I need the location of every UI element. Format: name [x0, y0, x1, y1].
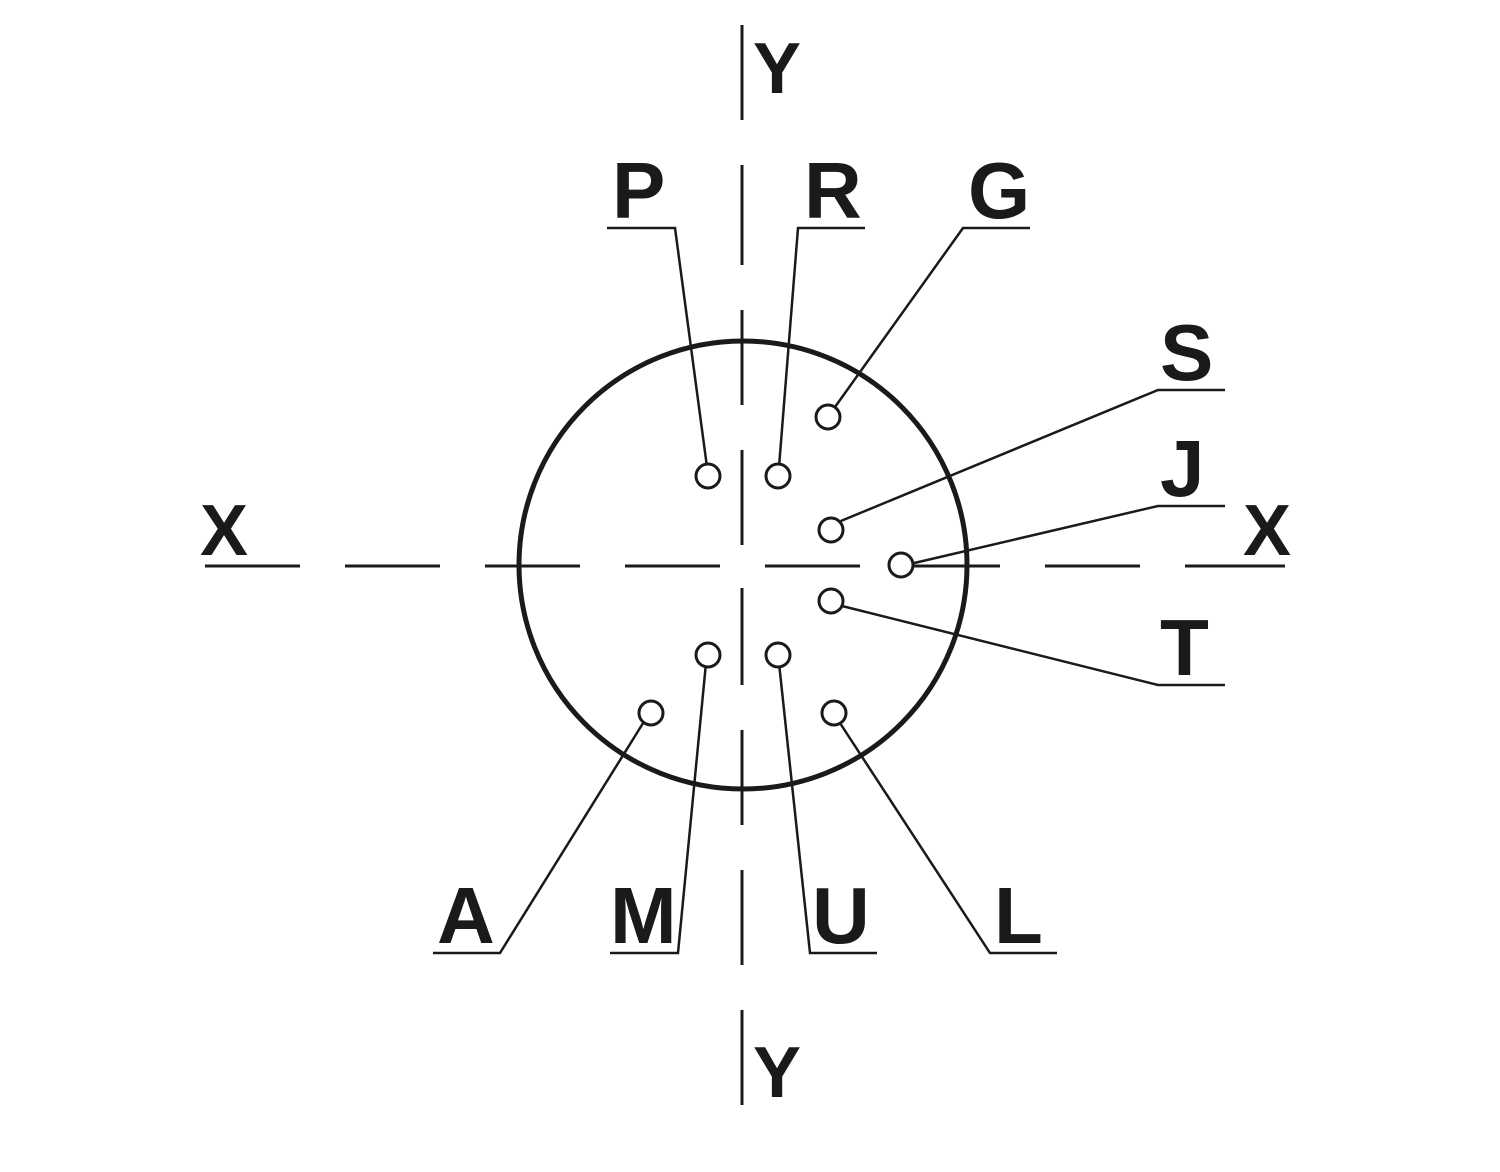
connector-body-outline	[516, 338, 970, 792]
pin-g-contact	[814, 403, 842, 431]
y-axis-label-bottom: Y	[753, 1033, 801, 1113]
y-axis-label-top: Y	[753, 29, 801, 109]
leader-g	[833, 226, 1030, 408]
pin-u-contact	[764, 641, 792, 669]
pin-a-contact	[637, 699, 665, 727]
x-axis-label-right: X	[1243, 491, 1291, 571]
pin-m-contact	[694, 641, 722, 669]
pin-label-t: T	[1160, 603, 1209, 692]
pin-r-contact	[764, 462, 792, 490]
pin-labels: P R G S J T A M U L	[437, 146, 1213, 960]
leader-a	[433, 719, 647, 955]
pin-label-u: U	[812, 871, 870, 960]
pin-label-a: A	[437, 871, 495, 960]
pin-label-l: L	[994, 871, 1043, 960]
x-axis-label-left: X	[200, 491, 248, 571]
pin-l-contact	[820, 699, 848, 727]
pin-label-g: G	[968, 146, 1030, 235]
leader-l	[836, 719, 1057, 955]
pin-label-j: J	[1160, 424, 1205, 513]
pin-label-m: M	[610, 871, 677, 960]
leader-lines	[433, 226, 1225, 955]
pin-label-p: P	[612, 146, 665, 235]
leader-p	[607, 226, 709, 468]
pin-s-contact	[817, 516, 845, 544]
leader-u	[777, 662, 877, 955]
pin-p-contact	[694, 462, 722, 490]
pin-label-r: R	[804, 146, 862, 235]
pin-t-contact	[817, 587, 845, 615]
pin-j-contact	[887, 551, 915, 579]
leader-j	[909, 504, 1225, 566]
pins	[637, 403, 915, 727]
leader-r	[777, 226, 865, 468]
leader-m	[610, 662, 708, 955]
pin-label-s: S	[1160, 308, 1213, 397]
leader-s	[835, 388, 1225, 525]
leader-t	[837, 603, 1225, 687]
